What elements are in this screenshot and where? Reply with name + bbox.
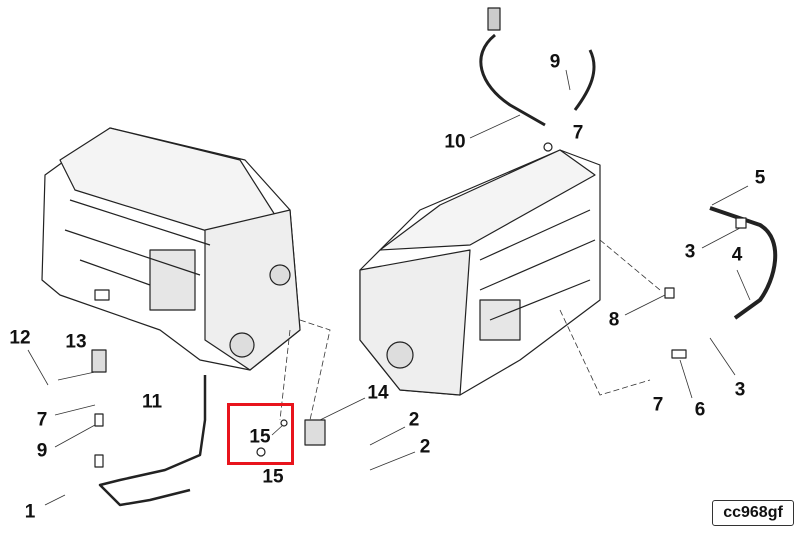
callout-2: 2 bbox=[408, 409, 420, 431]
callout-11: 11 bbox=[141, 391, 163, 413]
callout-12: 12 bbox=[9, 327, 31, 349]
callout-15: 15 bbox=[249, 426, 271, 448]
callout-5: 5 bbox=[754, 167, 766, 189]
callout-14: 14 bbox=[367, 382, 389, 404]
callout-6: 6 bbox=[694, 399, 706, 421]
left-engine-block bbox=[41, 127, 301, 371]
callout-7: 7 bbox=[652, 394, 664, 416]
callout-10: 10 bbox=[444, 131, 466, 153]
callout-9: 9 bbox=[36, 440, 48, 462]
callout-2: 2 bbox=[419, 436, 431, 458]
callout-7: 7 bbox=[572, 122, 584, 144]
highlight-box bbox=[227, 403, 294, 465]
callout-1: 1 bbox=[24, 501, 36, 523]
callout-9: 9 bbox=[549, 51, 561, 73]
callout-15: 15 bbox=[262, 466, 284, 488]
callout-8: 8 bbox=[608, 309, 620, 331]
callout-3: 3 bbox=[734, 379, 746, 401]
figure-code-label: cc968gf bbox=[712, 500, 794, 526]
callout-3: 3 bbox=[684, 241, 696, 263]
callout-13: 13 bbox=[65, 331, 87, 353]
callout-4: 4 bbox=[731, 244, 743, 266]
callout-7: 7 bbox=[36, 409, 48, 431]
right-engine-block bbox=[359, 149, 601, 396]
